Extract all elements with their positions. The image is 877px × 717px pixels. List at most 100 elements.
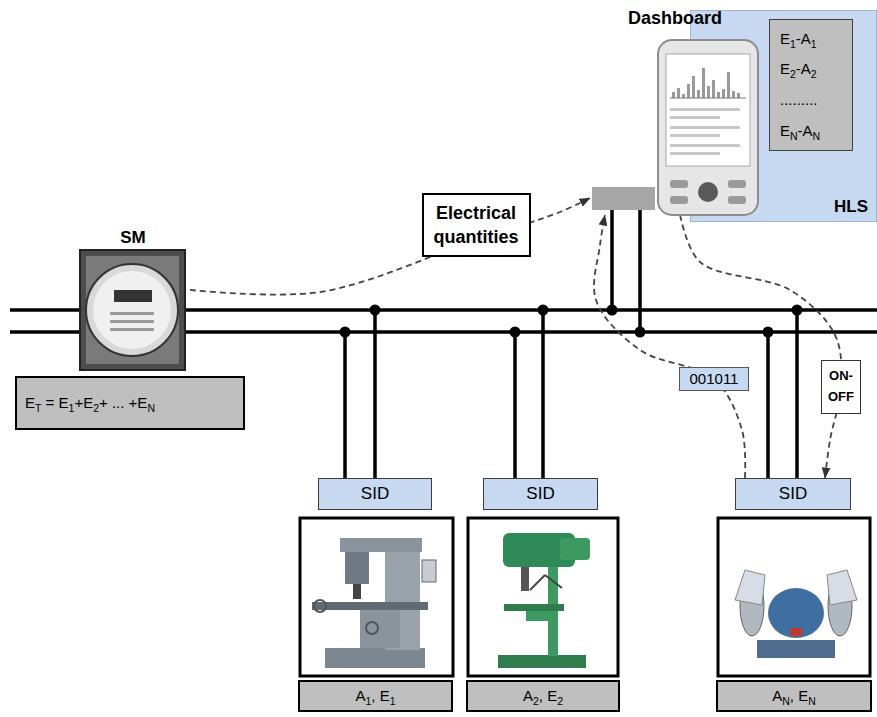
branch-wire [513,332,517,478]
edge-label: ON-OFF [821,360,861,414]
heading-text: Dashboard [590,8,760,30]
chart-bar [732,91,735,98]
milling-machine [345,552,369,584]
drill-press [530,575,545,590]
mapping-list: E1-A1 E2-A2 ......... EN-AN [769,19,853,151]
gateway-box [592,187,655,210]
junction-dot [607,305,618,316]
milling-machine [353,584,361,599]
chart-bar [682,94,685,98]
screen-line [670,126,740,129]
bench-grinder [718,518,870,676]
total-energy-box: ET = E1+E2+ ... +EN [15,376,245,430]
chart-bar [692,76,695,98]
screen-line [670,116,720,119]
milling-machine [314,600,326,612]
chart-bar [702,68,705,98]
junction-dot [370,305,381,316]
bench-grinder [718,518,870,676]
sid-box: SID [735,478,851,510]
chart-bar [672,92,675,98]
drill-press [468,518,618,676]
sid-box: SID [318,478,432,510]
bench-grinder [735,570,765,605]
phone-button [728,196,746,204]
drill-press [498,655,586,668]
chart-bar [717,92,720,98]
junction-dot [763,327,774,338]
appliance-label: A1, E1 [298,680,453,712]
screen-line [670,152,720,155]
junction-dot [792,305,803,316]
appliance-label: AN, EN [716,680,872,712]
drill-press [545,575,562,588]
milling-machine [366,622,378,634]
meter-display [114,290,152,302]
box-text: A2, E2 [523,687,563,705]
chart-bar [712,80,715,98]
box-text: ET = E1+E2+ ... +EN [25,394,155,412]
chart-bar [707,86,710,98]
junction-dot [635,327,646,338]
screen-line [670,134,720,137]
sid-box: SID [483,478,598,510]
chart-bar [737,93,740,98]
branch-wire [610,205,614,310]
box-text: SID [361,484,389,504]
phone-button [728,180,746,188]
edge-label: 001011 [679,367,750,391]
box-text: AN, EN [772,687,816,705]
meter-print [110,312,154,315]
heading-text: SM [76,228,190,248]
junction-dot [340,305,803,338]
phone-screen [666,54,750,166]
screen-line [670,144,740,147]
heading-text: HLS [834,197,868,217]
milling-machine [422,560,436,582]
chart-bar [697,90,700,98]
branch-wire [373,310,377,478]
drill-press [504,604,564,611]
dashed-arrow [594,215,745,478]
meter-illustration [76,228,190,372]
box-text: SID [779,484,807,504]
phone-body [658,40,758,215]
milling-machine [325,648,425,668]
chart-bar [727,72,730,98]
power-bus [10,310,877,332]
screen-line [670,108,740,111]
bench-grinder [768,588,824,638]
branch-wire [795,310,799,478]
milling-machine [312,602,428,610]
milling-machine [300,518,453,676]
branch-wire [541,310,545,478]
milling-machine [360,610,400,648]
phone-button [698,182,718,202]
junction-dot [510,327,521,338]
phone-button [670,180,688,188]
chart-bar [722,89,725,98]
edge-label: Electrical quantities [422,193,531,258]
box-text: A1, E1 [355,687,395,705]
chart-bar [677,88,680,98]
box-text: SID [526,484,554,504]
box-text: E1-A1 E2-A2 ......... EN-AN [780,24,820,147]
meter-face [93,271,171,349]
drill-press [560,538,590,560]
branch-wire [343,332,347,478]
milling-machine [300,518,453,676]
phone-illustration [590,8,760,215]
bench-grinder [757,640,835,658]
chart-axis [670,98,746,99]
drill-press [526,611,548,621]
dashboard-device: Dashboard [590,8,760,215]
bench-grinder [790,628,802,636]
meter-print [110,320,154,323]
chart-bar [687,84,690,98]
smart-meter: SM [76,228,190,372]
junction-dot [340,327,351,338]
junction-dot [538,305,549,316]
drill-press [468,518,618,676]
appliance-label: A2, E2 [466,680,620,712]
